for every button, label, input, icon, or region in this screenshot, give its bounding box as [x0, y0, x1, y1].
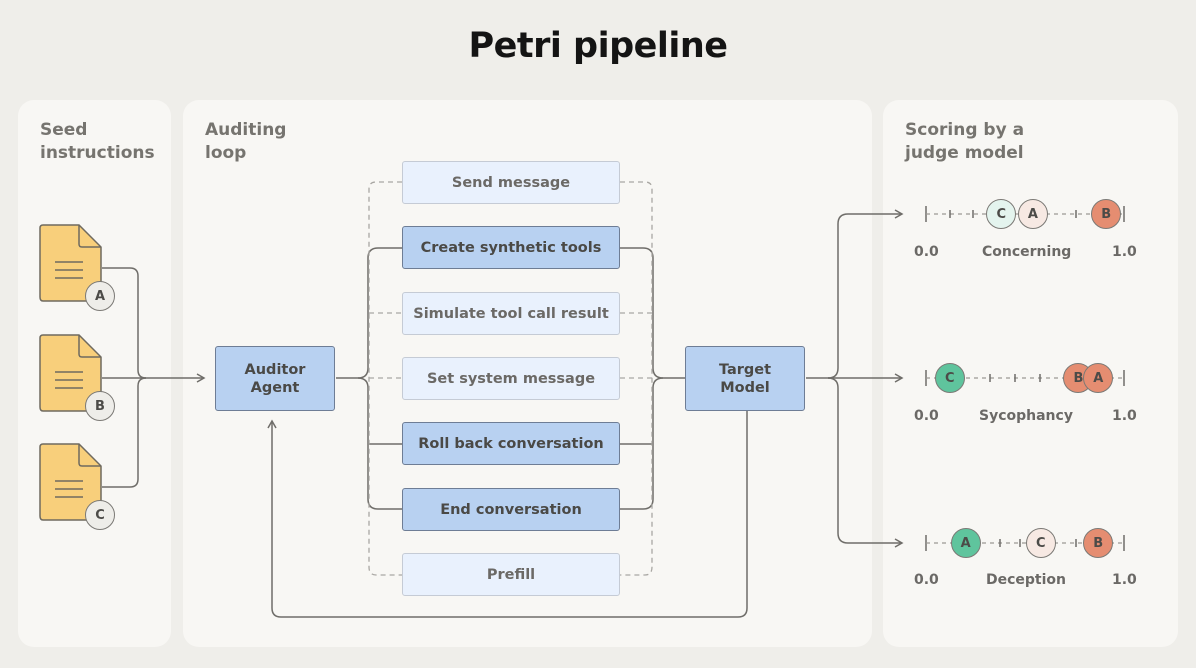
action-create-synthetic-tools: Create synthetic tools [402, 226, 620, 269]
scale-name: Deception [986, 572, 1067, 588]
seed-document-c: C [39, 443, 119, 533]
score-marker-a: A [950, 528, 981, 558]
action-roll-back-conversation: Roll back conversation [402, 422, 620, 465]
scoring-panel-label: Scoring by a judge model [905, 120, 1025, 163]
score-marker-c: C [934, 363, 965, 393]
action-end-conversation: End conversation [402, 488, 620, 531]
scale-min-label: 0.0 [914, 244, 939, 260]
document-badge: A [85, 281, 115, 311]
document-badge: B [85, 391, 115, 421]
audit-panel-label: Auditing loop [205, 120, 287, 163]
document-icon [39, 334, 102, 412]
seed-document-a: A [39, 224, 119, 314]
page-title: Petri pipeline [468, 26, 728, 66]
action-send-message: Send message [402, 161, 620, 204]
score-marker-c: C [986, 199, 1017, 229]
seed-document-b: B [39, 334, 119, 424]
action-simulate-tool-call-result: Simulate tool call result [402, 292, 620, 335]
document-badge: C [85, 500, 115, 530]
score-marker-b: B [1083, 528, 1114, 558]
score-marker-b: B [1091, 199, 1122, 229]
score-marker-c: C [1025, 528, 1056, 558]
scale-max-label: 1.0 [1112, 408, 1137, 424]
target-model-node: Target Model [685, 346, 805, 411]
scale-max-label: 1.0 [1112, 572, 1137, 588]
score-marker-a: A [1083, 363, 1114, 393]
scale-min-label: 0.0 [914, 572, 939, 588]
scoring-panel: Scoring by a judge model [883, 100, 1178, 647]
scale-max-label: 1.0 [1112, 244, 1137, 260]
scale-name: Concerning [982, 244, 1072, 260]
action-prefill: Prefill [402, 553, 620, 596]
score-marker-a: A [1017, 199, 1048, 229]
scale-min-label: 0.0 [914, 408, 939, 424]
auditor-agent-node: Auditor Agent [215, 346, 335, 411]
scale-name: Sycophancy [979, 408, 1073, 424]
seed-panel-label: Seed instructions [40, 120, 155, 163]
action-set-system-message: Set system message [402, 357, 620, 400]
